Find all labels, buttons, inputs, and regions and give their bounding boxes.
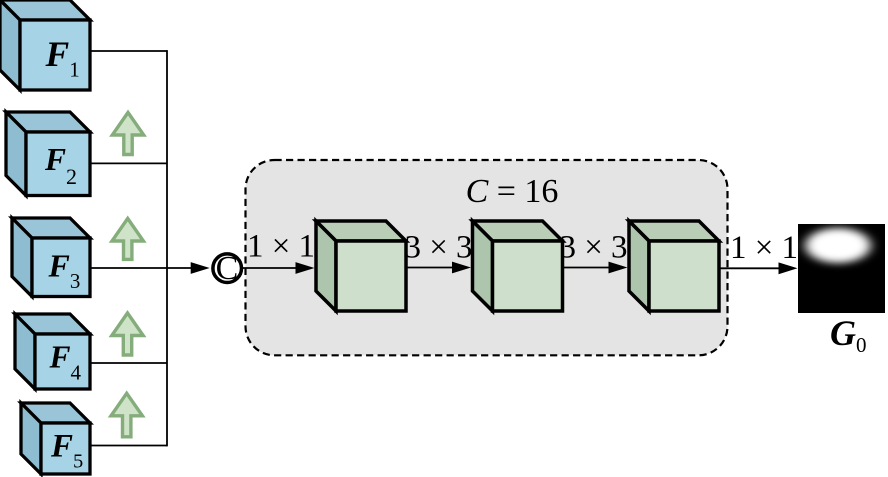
svg-text:C = 16: C = 16 <box>466 173 559 210</box>
svg-text:1 × 1: 1 × 1 <box>247 229 315 265</box>
svg-text:1 × 1: 1 × 1 <box>730 230 798 266</box>
svg-text:3 × 3: 3 × 3 <box>404 230 472 266</box>
svg-text:C: C <box>216 250 239 287</box>
svg-text:3 × 3: 3 × 3 <box>559 230 627 266</box>
